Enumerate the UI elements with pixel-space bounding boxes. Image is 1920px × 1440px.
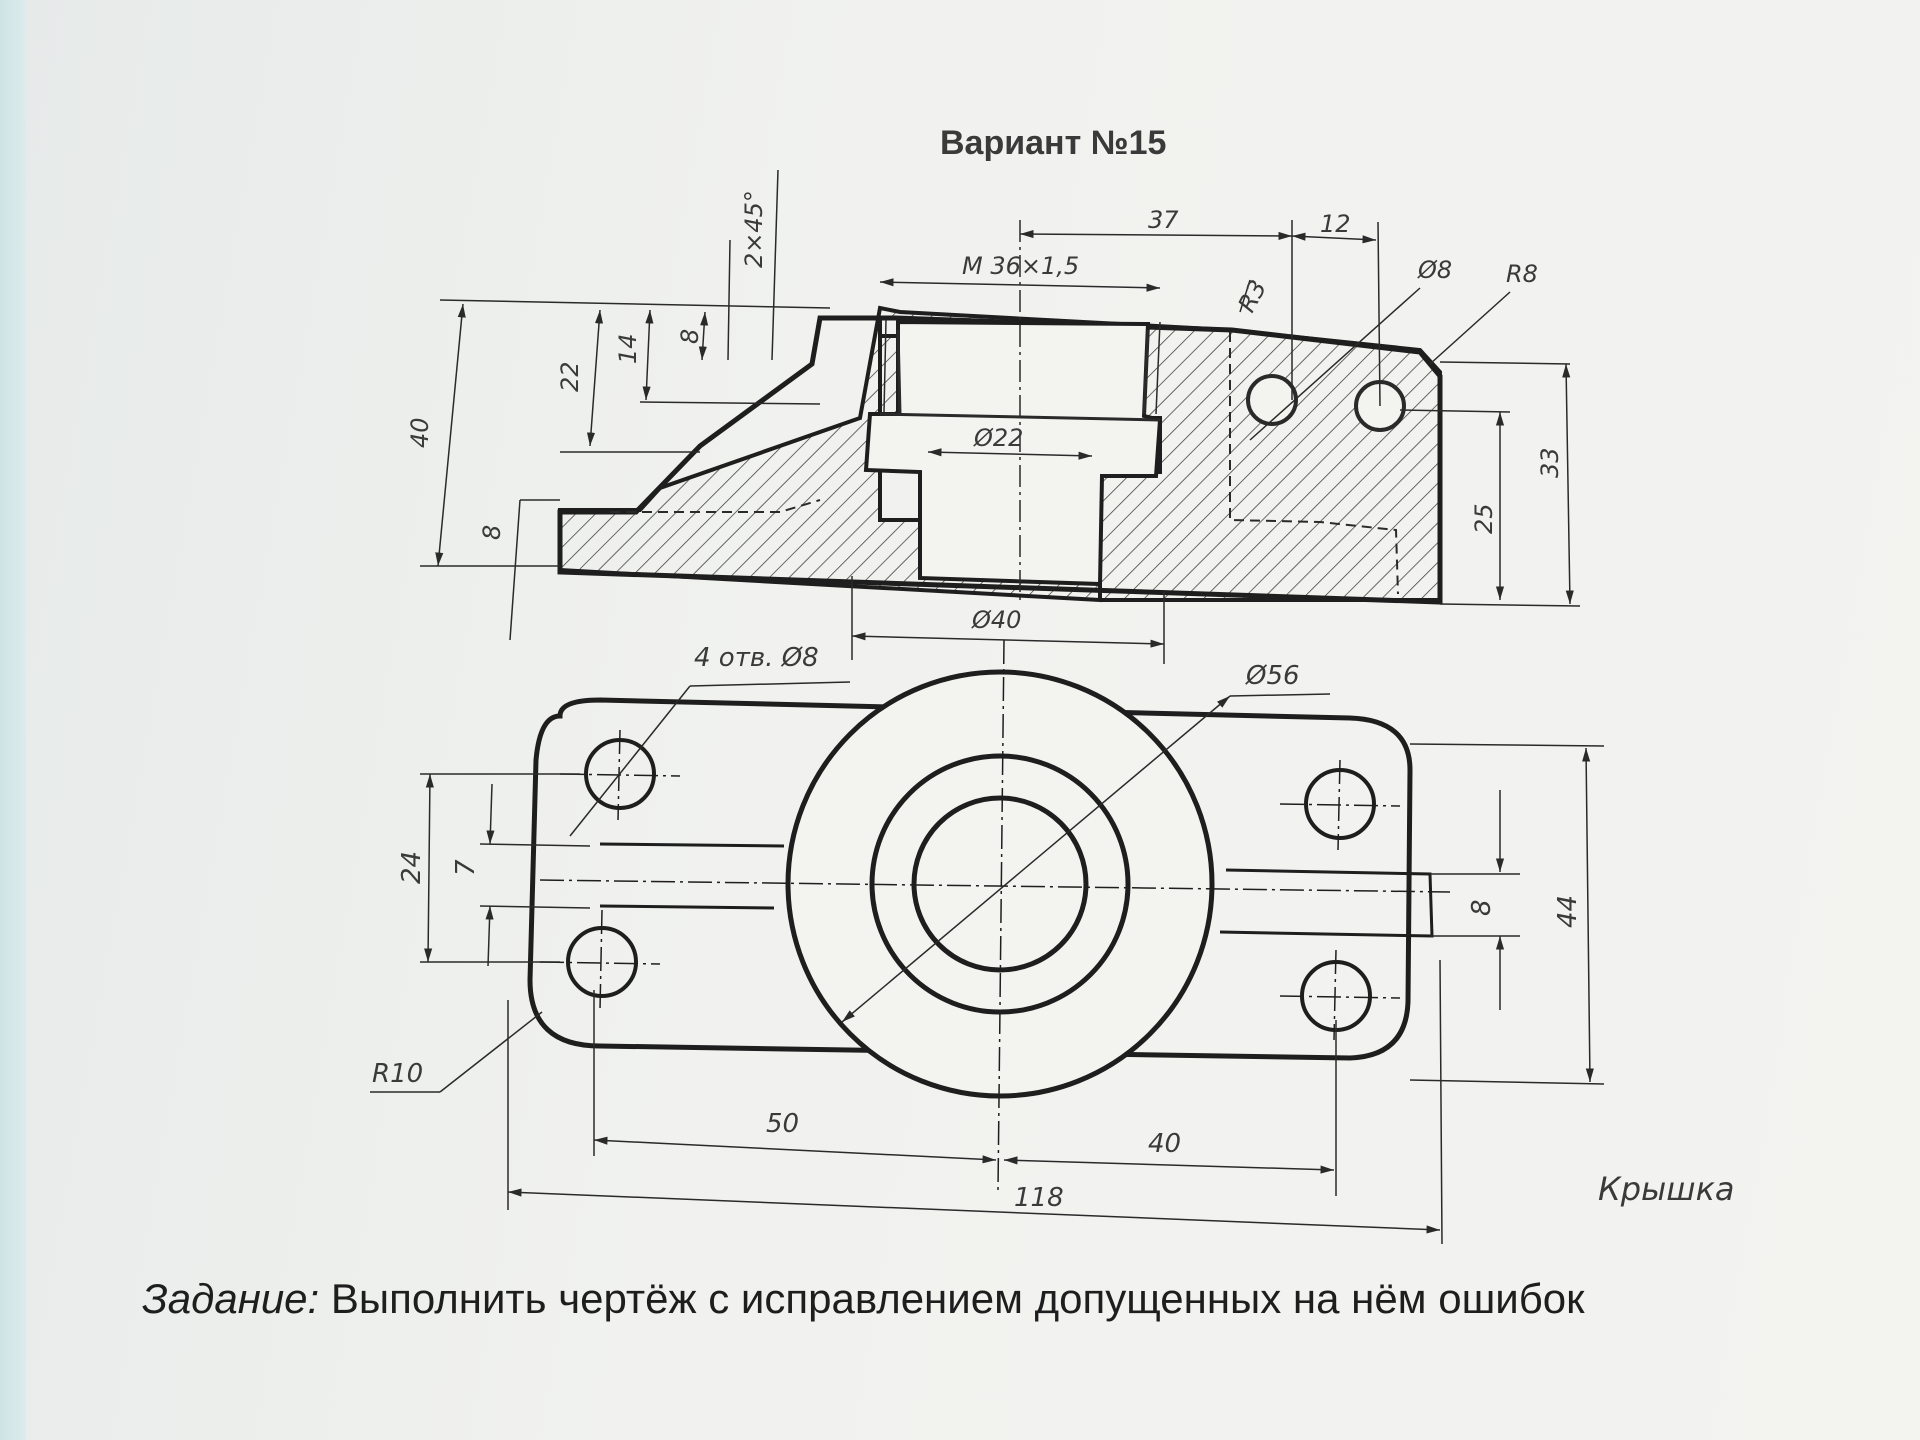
dim-50: 50: [766, 1109, 799, 1139]
dim-8-slot: 8: [1467, 899, 1497, 916]
slot-right: [1219, 868, 1434, 938]
dim-37: 37: [1148, 206, 1179, 234]
dim-r3: R3: [1233, 275, 1273, 316]
slot-left: [599, 842, 785, 910]
dim-phi40: Ø40: [971, 606, 1021, 634]
dim-44: 44: [1553, 895, 1583, 928]
plan-dimensions: [370, 681, 1605, 1245]
front-dimensions: [420, 169, 1581, 664]
dim-phi22: Ø22: [973, 424, 1023, 452]
dim-r8: R8: [1506, 260, 1538, 288]
dim-phi56: Ø56: [1245, 661, 1300, 691]
dim-chamfer: 2×45°: [740, 190, 768, 268]
dim-24: 24: [397, 851, 427, 884]
part-name: Крышка: [1598, 1170, 1735, 1208]
dim-14: 14: [614, 333, 642, 364]
dim-12: 12: [1320, 210, 1351, 238]
dim-8-top: 8: [676, 329, 704, 344]
variant-title: Вариант №15: [940, 124, 1167, 162]
task-lead: Задание:: [142, 1275, 320, 1322]
sheet-edge: [0, 0, 26, 1440]
dim-holes: 4 отв. Ø8: [694, 643, 819, 673]
dim-d8-hole: Ø8: [1417, 256, 1452, 284]
hole-left: [1246, 374, 1298, 426]
dim-thread: M 36×1,5: [962, 252, 1079, 280]
front-dimension-texts: 2×45° 37 12 M 36×1,5 R3 Ø8 R8 40 22 14 8…: [406, 190, 1564, 634]
dim-8-base: 8: [478, 525, 506, 540]
dim-118: 118: [1014, 1183, 1064, 1213]
dim-40-height: 40: [406, 417, 434, 448]
dim-40-plan: 40: [1148, 1129, 1181, 1159]
task-body: Выполнить чертёж с исправлением допущенн…: [330, 1275, 1585, 1322]
dim-r10: R10: [372, 1059, 423, 1089]
dim-25: 25: [1470, 503, 1498, 534]
plan-dimension-texts: 4 отв. Ø8 Ø56 24 7 8 44 R10 50 40 118 Кр…: [372, 643, 1735, 1213]
dim-33: 33: [1536, 447, 1564, 478]
task-text: Задание: Выполнить чертёж с исправлением…: [142, 1275, 1585, 1323]
dim-22: 22: [556, 361, 584, 392]
dim-7: 7: [451, 859, 481, 876]
plan-view: [527, 639, 1451, 1191]
